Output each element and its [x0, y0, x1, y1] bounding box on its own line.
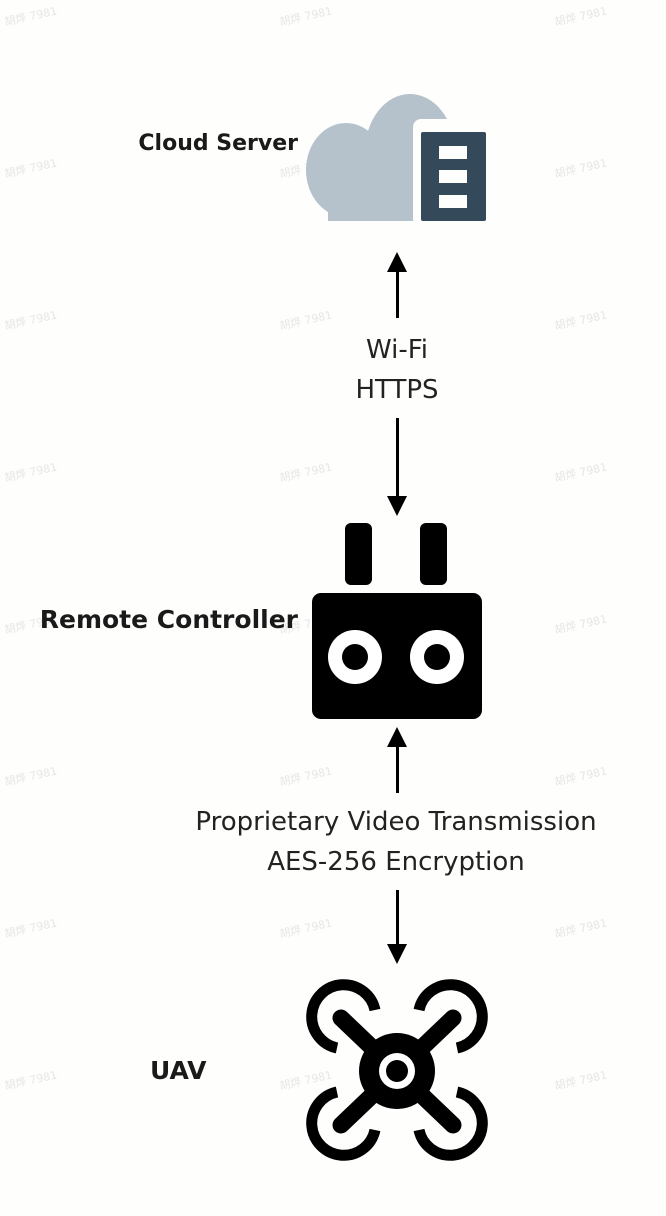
- watermark-text: 胡烨 7981: [3, 4, 59, 29]
- edge-label-line: Proprietary Video Transmission: [195, 807, 597, 837]
- watermark-text: 胡烨 7981: [553, 916, 609, 941]
- drone-icon: [306, 979, 488, 1161]
- watermark-text: 胡烨 7981: [553, 4, 609, 29]
- video-link-arrows: [387, 727, 407, 964]
- arrow-up-head: [387, 252, 407, 272]
- cloud-server-label: Cloud Server: [138, 131, 298, 156]
- edge-label-line: AES-256 Encryption: [267, 847, 525, 877]
- watermark-text: 胡烨 7981: [3, 460, 59, 485]
- wifi-link-label: Wi-Fi HTTPS: [297, 330, 497, 410]
- watermark-text: 胡烨 7981: [3, 308, 59, 333]
- uav-label: UAV: [150, 1056, 207, 1085]
- video-link-label: Proprietary Video Transmission AES-256 E…: [146, 802, 646, 882]
- watermark-text: 胡烨 7981: [553, 1068, 609, 1093]
- watermark-text: 胡烨 7981: [3, 1068, 59, 1093]
- watermark-text: 胡烨 7981: [553, 460, 609, 485]
- edge-label-line: Wi-Fi: [365, 335, 429, 365]
- arrow-down-head: [387, 496, 407, 516]
- watermark-text: 胡烨 7981: [3, 916, 59, 941]
- watermark-text: 胡烨 7981: [278, 764, 334, 789]
- remote-controller-label: Remote Controller: [39, 605, 298, 634]
- watermark-text: 胡烨 7981: [553, 764, 609, 789]
- watermark-text: 胡烨 7981: [553, 156, 609, 181]
- remote-controller-icon: [312, 523, 482, 719]
- cloud-server-icon: [306, 94, 486, 227]
- watermark-text: 胡烨 7981: [3, 764, 59, 789]
- wifi-link-arrows: [387, 252, 407, 516]
- watermark-text: 胡烨 7981: [553, 612, 609, 637]
- edge-label-line: HTTPS: [355, 375, 439, 405]
- watermark-text: 胡烨 7981: [278, 916, 334, 941]
- watermark-text: 胡烨 7981: [553, 308, 609, 333]
- watermark-text: 胡烨 7981: [3, 156, 59, 181]
- watermark-text: 胡烨 7981: [278, 4, 334, 29]
- watermark-text: 胡烨 7981: [278, 460, 334, 485]
